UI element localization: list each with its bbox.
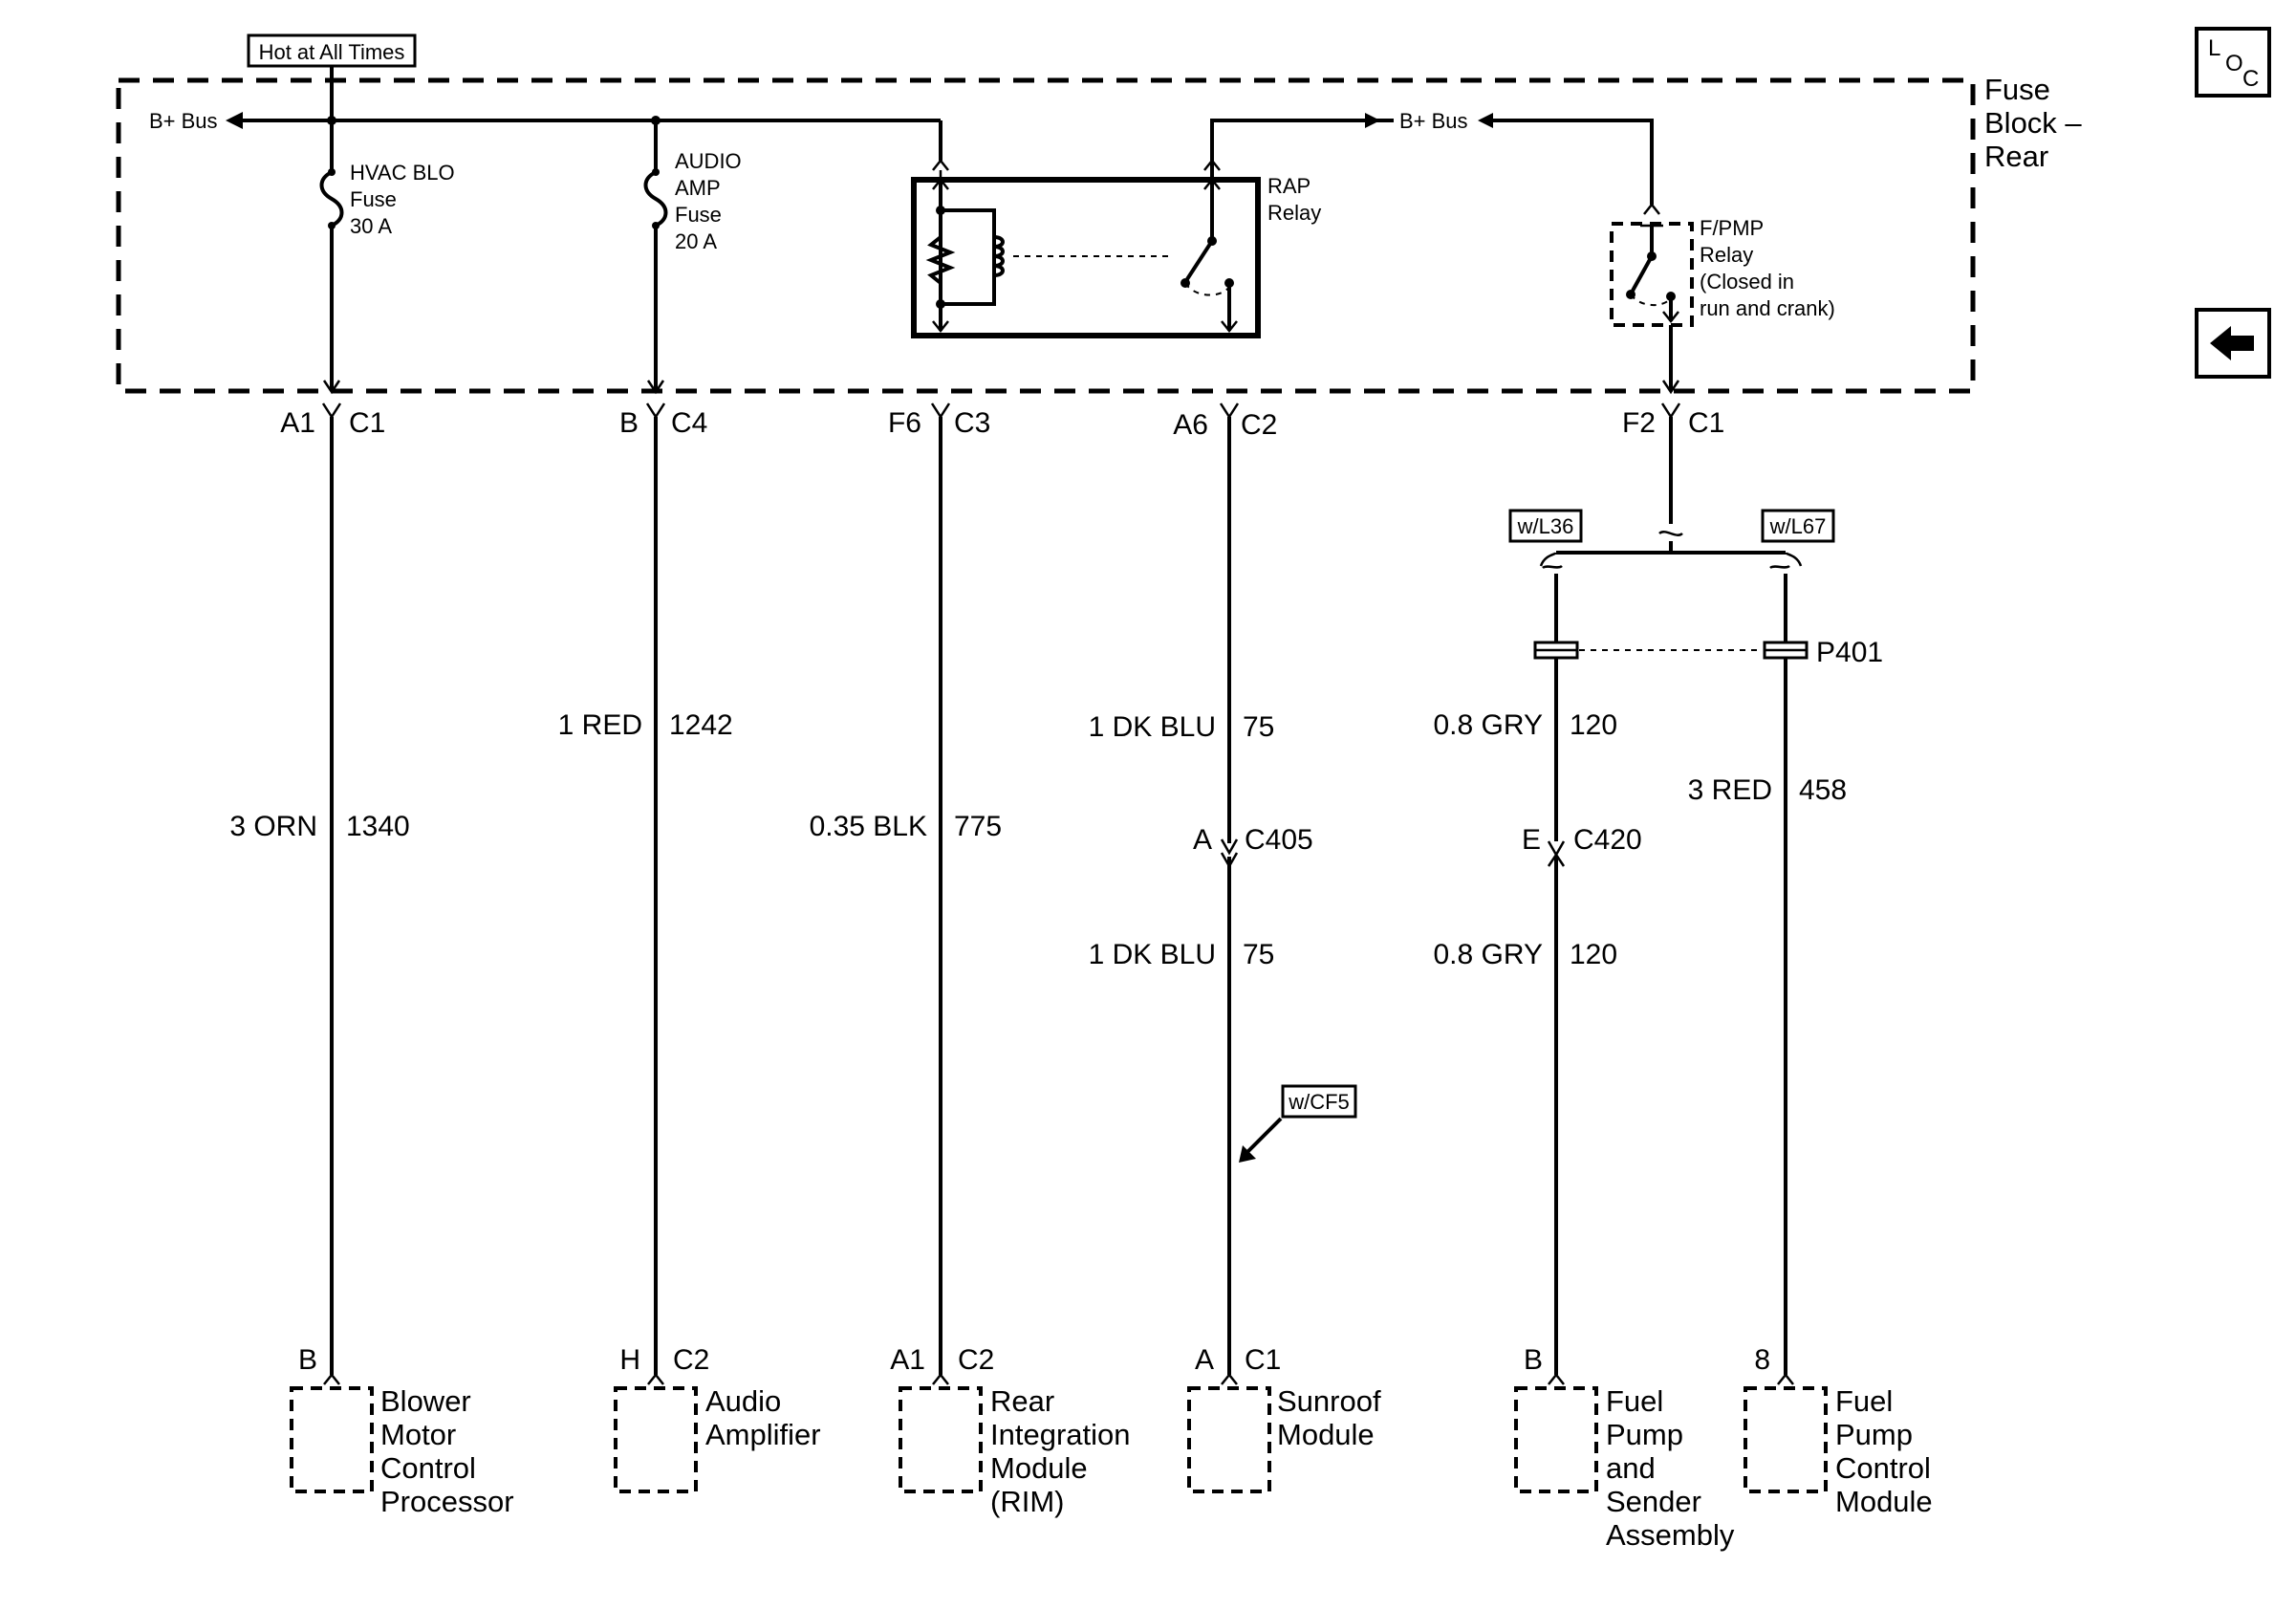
back-button[interactable] bbox=[2195, 308, 2271, 379]
fuse-block-outline bbox=[116, 77, 1976, 394]
svg-text:A6: A6 bbox=[1173, 409, 1208, 441]
option-cf5-label: w/CF5 bbox=[1288, 1090, 1350, 1114]
hvac-blo-fuse-icon bbox=[319, 170, 344, 228]
hot-at-all-times-label: Hot at All Times bbox=[259, 40, 405, 64]
terminal-marks bbox=[323, 1372, 1794, 1385]
svg-text:C1: C1 bbox=[1688, 407, 1724, 439]
fuel-pump-sender-box bbox=[1514, 1386, 1598, 1493]
svg-text:F2: F2 bbox=[1622, 407, 1656, 439]
svg-text:C2: C2 bbox=[1241, 409, 1277, 441]
svg-text:0.8 GRY: 0.8 GRY bbox=[1433, 709, 1543, 741]
left-arrow-icon bbox=[2210, 326, 2254, 360]
svg-text:75: 75 bbox=[1243, 711, 1274, 743]
svg-text:1 DK BLU: 1 DK BLU bbox=[1089, 939, 1216, 970]
svg-text:A1: A1 bbox=[280, 407, 315, 439]
svg-text:0.35 BLK: 0.35 BLK bbox=[810, 811, 927, 842]
loc-button[interactable]: L O C bbox=[2195, 27, 2271, 98]
svg-text:1340: 1340 bbox=[346, 811, 410, 842]
svg-text:C1: C1 bbox=[349, 407, 385, 439]
svg-text:8: 8 bbox=[1754, 1344, 1770, 1376]
svg-text:C405: C405 bbox=[1245, 824, 1313, 856]
bus-arrow-right bbox=[1365, 113, 1380, 128]
svg-text:120: 120 bbox=[1570, 709, 1617, 741]
svg-text:F6: F6 bbox=[888, 407, 921, 439]
sunroof-module-box bbox=[1187, 1386, 1271, 1493]
svg-text:0.8 GRY: 0.8 GRY bbox=[1433, 939, 1543, 970]
option-l67-label: w/L67 bbox=[1769, 514, 1827, 538]
svg-text:C: C bbox=[2242, 66, 2259, 92]
bus-arrow-left bbox=[226, 112, 243, 129]
wire-labels: 3 ORN 1340 1 RED 1242 0.35 BLK 775 1 DK … bbox=[229, 709, 1847, 970]
svg-text:B: B bbox=[1524, 1344, 1543, 1376]
svg-text:L: L bbox=[2208, 35, 2220, 61]
svg-text:C4: C4 bbox=[671, 407, 707, 439]
option-l36-label: w/L36 bbox=[1517, 514, 1574, 538]
svg-text:E: E bbox=[1522, 824, 1541, 856]
svg-text:3 RED: 3 RED bbox=[1688, 774, 1772, 806]
svg-text:O: O bbox=[2225, 51, 2243, 76]
fpmp-relay-box bbox=[1610, 222, 1694, 327]
b-plus-bus-left-label: B+ Bus bbox=[149, 109, 218, 133]
svg-text:C1: C1 bbox=[1245, 1344, 1281, 1376]
inline-connector-c420: E C420 bbox=[1522, 824, 1642, 867]
connector-labels: A1 C1 B C4 F6 C3 A6 C2 F2 C1 bbox=[280, 407, 1724, 441]
svg-text:B: B bbox=[619, 407, 639, 439]
option-cf5-box bbox=[1281, 1084, 1357, 1119]
blower-motor-control-processor-box bbox=[290, 1386, 374, 1493]
svg-text:75: 75 bbox=[1243, 939, 1274, 970]
svg-text:A: A bbox=[1193, 824, 1212, 856]
rap-relay-box bbox=[911, 177, 1261, 338]
svg-text:H: H bbox=[619, 1344, 640, 1376]
svg-text:1242: 1242 bbox=[669, 709, 733, 741]
rear-integration-module-box bbox=[899, 1386, 983, 1493]
b-plus-bus-right-label: B+ Bus bbox=[1399, 109, 1468, 133]
svg-text:C2: C2 bbox=[958, 1344, 994, 1376]
connector-marks bbox=[321, 402, 1681, 420]
svg-text:B: B bbox=[298, 1344, 317, 1376]
svg-text:C420: C420 bbox=[1573, 824, 1642, 856]
svg-text:120: 120 bbox=[1570, 939, 1617, 970]
svg-text:C3: C3 bbox=[954, 407, 990, 439]
audio-amp-fuse-icon bbox=[643, 170, 668, 228]
svg-text:C2: C2 bbox=[673, 1344, 709, 1376]
audio-amplifier-box bbox=[614, 1386, 698, 1493]
splice-p401-label: P401 bbox=[1816, 637, 1883, 668]
svg-text:A1: A1 bbox=[890, 1344, 925, 1376]
inline-connector-c405: A C405 bbox=[1193, 824, 1313, 869]
svg-text:A: A bbox=[1195, 1344, 1214, 1376]
bus-arrow-right-2 bbox=[1478, 113, 1493, 128]
svg-text:1 RED: 1 RED bbox=[558, 709, 642, 741]
splice-p401 bbox=[1533, 641, 1809, 660]
svg-text:458: 458 bbox=[1799, 774, 1847, 806]
svg-text:775: 775 bbox=[954, 811, 1002, 842]
rap-coil-icon bbox=[993, 235, 1005, 277]
svg-text:3 ORN: 3 ORN bbox=[229, 811, 317, 842]
svg-text:1 DK BLU: 1 DK BLU bbox=[1089, 711, 1216, 743]
option-l67-box bbox=[1761, 509, 1835, 543]
fuel-pump-control-module-box bbox=[1744, 1386, 1828, 1493]
rap-resistor-icon bbox=[925, 235, 956, 285]
option-l36-box bbox=[1508, 509, 1583, 543]
terminal-labels: B H C2 A1 C2 A C1 B 8 bbox=[298, 1344, 1770, 1376]
cf5-pointer-arrow bbox=[1245, 1117, 1283, 1155]
